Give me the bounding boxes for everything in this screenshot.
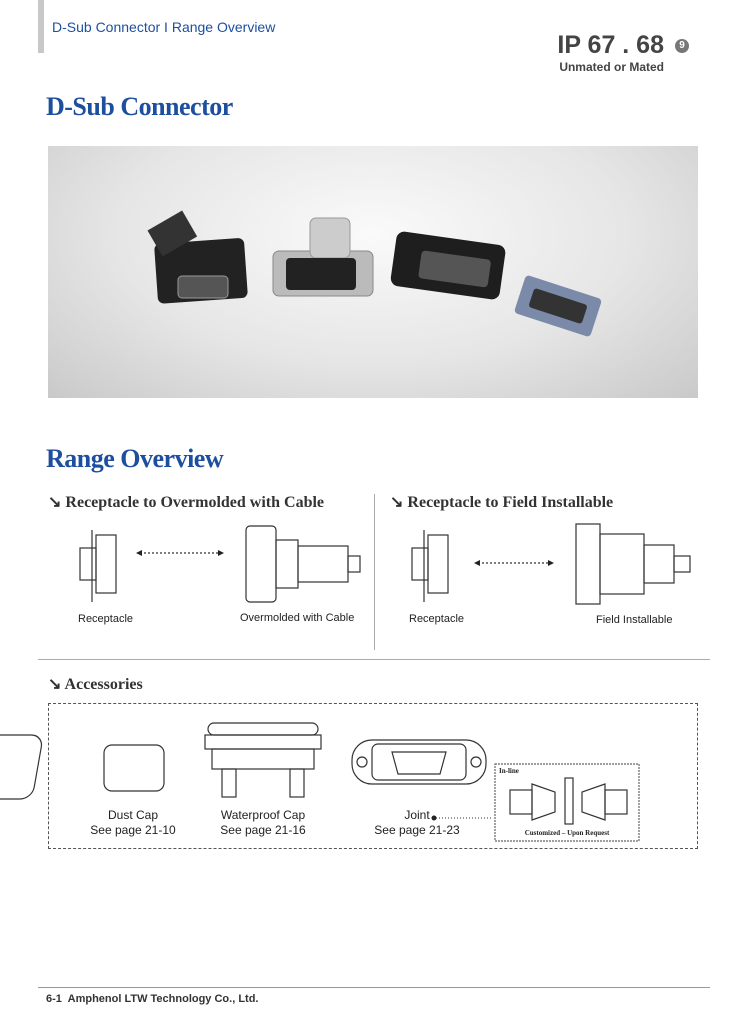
section-heading-field: ↘ Receptacle to Field Installable (390, 492, 613, 512)
caption-field-installable: Field Installable (596, 614, 673, 626)
arrow-icon: ↘ (48, 494, 66, 511)
field-installable-drawing (575, 523, 691, 605)
accessories-heading: ↘ Accessories (48, 674, 143, 694)
accessories-box (48, 703, 698, 849)
page-title: D-Sub Connector (46, 92, 233, 121)
section-title: Receptacle to Field Installable (407, 494, 614, 511)
accessory-ref: See page 21-23 (374, 823, 460, 837)
divider (38, 659, 710, 660)
footer: 6-1 Amphenol LTW Technology Co., Ltd. (46, 993, 258, 1005)
connectors-illustration (147, 210, 602, 337)
section-title: Accessories (64, 676, 143, 693)
caption-receptacle-2: Receptacle (409, 613, 465, 625)
ip-rating: IP 67 . 68 (557, 31, 664, 59)
overmolded-drawing (245, 525, 361, 603)
divider (374, 494, 375, 650)
receptacle-drawing (79, 530, 117, 602)
rating-badge: 9 (675, 39, 689, 53)
joint-drawing (351, 739, 487, 785)
accessory-name: Waterproof Cap (220, 808, 306, 822)
arrow-icon: ↘ (48, 676, 65, 693)
company-name: Amphenol LTW Technology Co., Ltd. (67, 993, 259, 1005)
section-heading-overmolded: ↘ Receptacle to Overmolded with Cable (48, 492, 324, 512)
product-photo (48, 146, 698, 398)
rating-subtitle: Unmated or Mated (559, 60, 664, 74)
caption-overmolded: Overmolded with Cable (240, 612, 355, 624)
inline-label: In-line (499, 767, 519, 775)
accessory-ref: See page 21-16 (220, 823, 306, 837)
header-bar (38, 0, 44, 53)
footer-divider (38, 987, 710, 988)
range-overview-heading: Range Overview (46, 444, 224, 473)
accessory-name: Dust Cap (107, 808, 159, 822)
caption-receptacle: Receptacle (78, 613, 134, 625)
page-number: 6-1 (46, 993, 62, 1005)
breadcrumb: D-Sub Connector I Range Overview (52, 19, 276, 35)
accessory-name: Joint (404, 808, 430, 822)
accessory-drawings (0, 722, 640, 842)
waterproof-cap-drawing (204, 722, 322, 798)
receptacle-drawing-2 (411, 530, 449, 602)
section-title: Receptacle to Overmolded with Cable (65, 494, 325, 511)
inline-drawing (509, 777, 628, 825)
arrow-icon: ↘ (390, 494, 408, 511)
range-diagrams (79, 523, 691, 605)
inline-note: Customized – Upon Request (524, 829, 610, 837)
accessory-ref: See page 21-10 (90, 823, 176, 837)
dust-cap-drawing (0, 734, 165, 800)
